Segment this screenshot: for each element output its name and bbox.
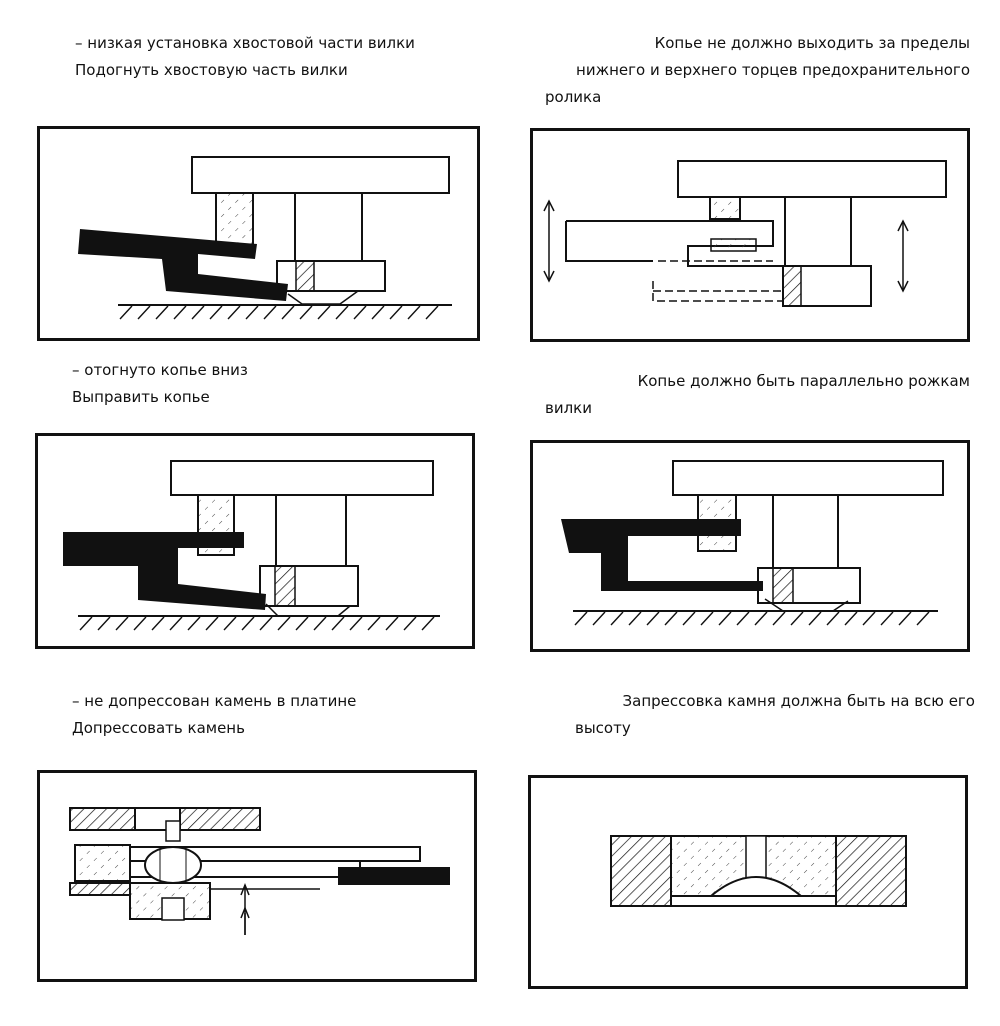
defect-text-2: – отогнуто копье вниз Выправить копье (72, 357, 492, 411)
norm-line: нижнего и верхнего торцев предохранитель… (576, 61, 970, 79)
fix-label: Допрессовать камень (72, 719, 245, 737)
defect-text-3: – не допрессован камень в платине Допрес… (72, 688, 492, 742)
figure-spear-parallel (530, 440, 970, 652)
fork-diagram-spear-limits (543, 160, 947, 307)
norm-line: Запрессовка камня должна быть на всю его (622, 692, 975, 710)
defect-label: – не допрессован камень в платине (72, 692, 357, 710)
norm-line: вилки (545, 399, 592, 417)
figure-low-tail (37, 126, 480, 341)
norm-line: Копье должно быть параллельно рожкам (637, 372, 970, 390)
norm-line: Копье не должно выходить за пределы (654, 34, 970, 52)
defect-label: – отогнуто копье вниз (72, 361, 248, 379)
norm-text-3: Запрессовка камня должна быть на всю его… (575, 688, 975, 742)
jewel-setting-diagram (610, 835, 907, 907)
fork-diagram-spear-parallel (561, 460, 944, 626)
figure-spear-limits (530, 128, 970, 342)
defect-text-1: – низкая установка хвостовой части вилки… (75, 30, 495, 84)
fix-label: Выправить копье (72, 388, 210, 406)
figure-jewel-pressed-full (528, 775, 968, 989)
norm-line: ролика (545, 88, 602, 106)
figure-spear-bent-down (35, 433, 475, 649)
fork-diagram-low-tail (78, 156, 452, 320)
pallet-jewel-diagram (69, 807, 450, 935)
figure-jewel-not-pressed (37, 770, 477, 982)
fork-diagram-spear-bent (63, 460, 440, 631)
norm-text-2: Копье должно быть параллельно рожкам вил… (545, 368, 970, 422)
defect-label: – низкая установка хвостовой части вилки (75, 34, 415, 52)
norm-line: высоту (575, 719, 631, 737)
norm-text-1: Копье не должно выходить за пределы нижн… (520, 30, 970, 111)
fix-label: Подогнуть хвостовую часть вилки (75, 61, 348, 79)
